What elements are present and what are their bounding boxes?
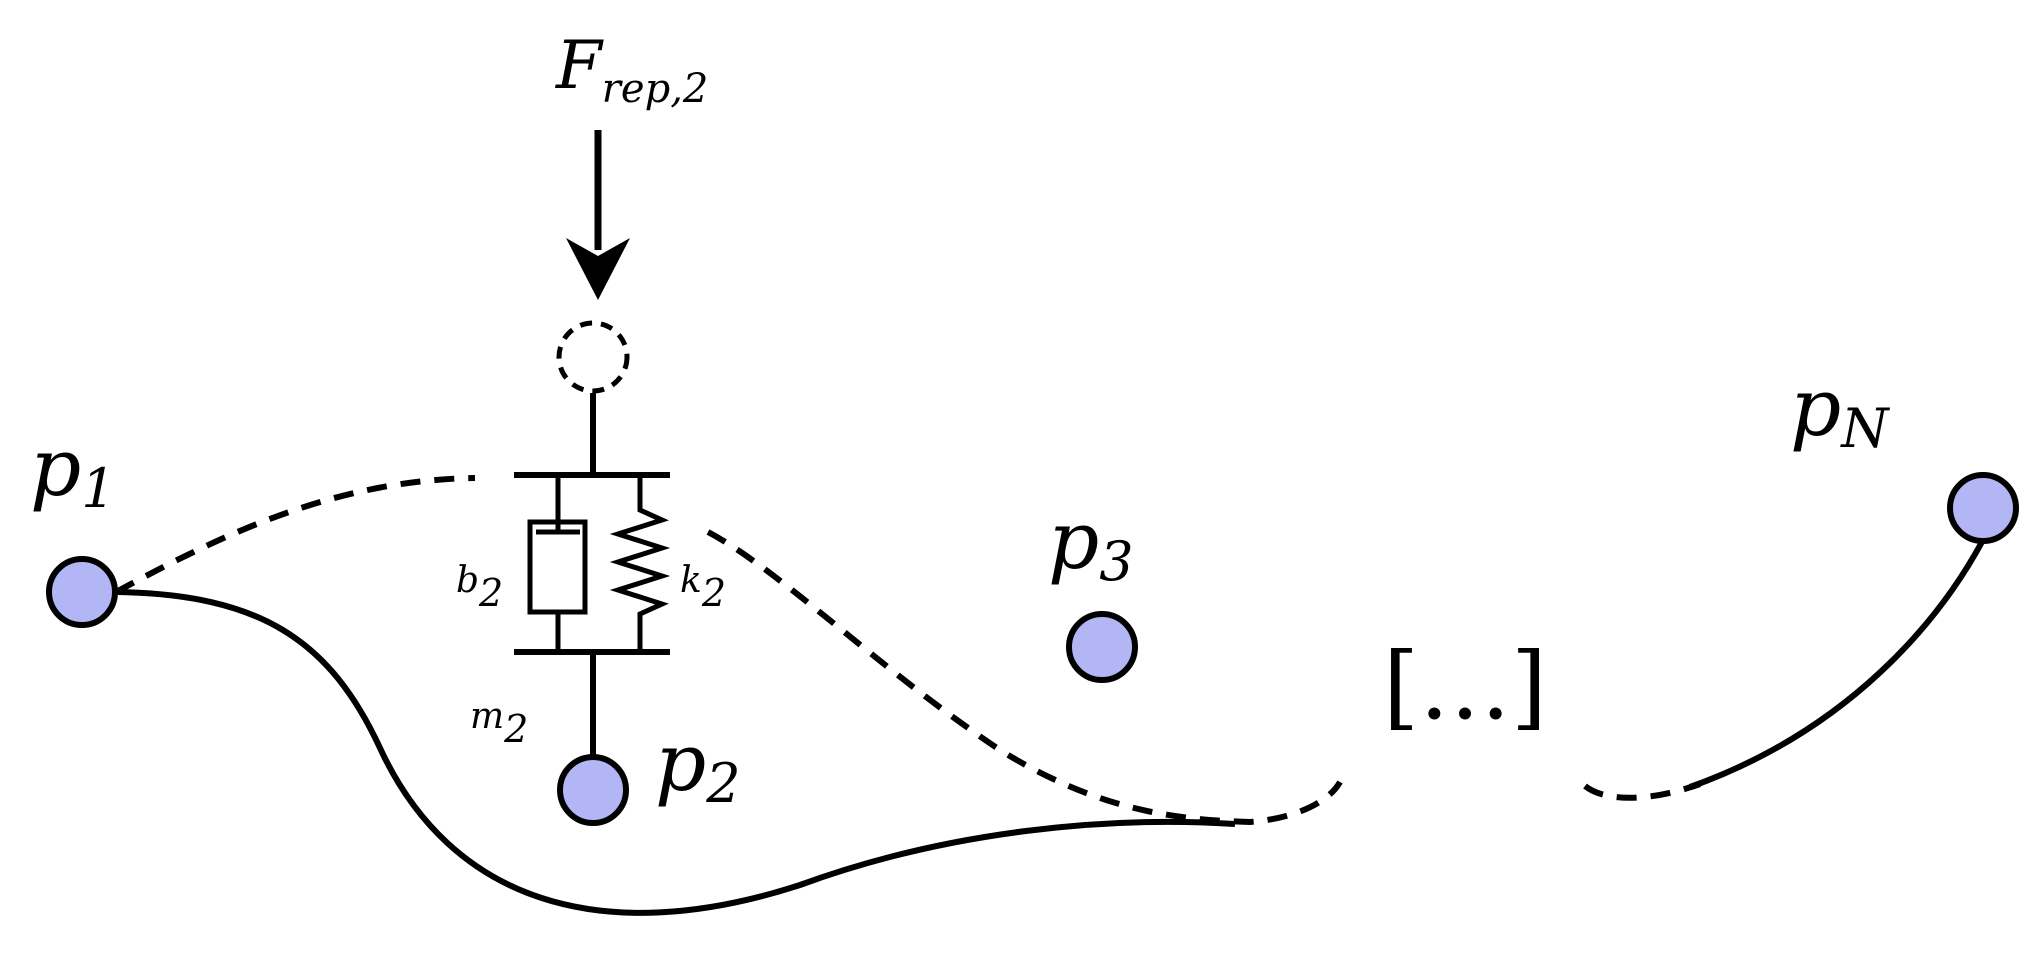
- spring-label-main: k: [680, 560, 702, 601]
- node-p1-label-main: p: [30, 421, 81, 514]
- mass-label-main: m: [470, 696, 504, 737]
- node-pN-label-main: p: [1790, 361, 1841, 454]
- dashed-curve-middle: [706, 529, 1343, 826]
- spring: [609, 475, 671, 652]
- node-pN-label: pN: [1790, 361, 1890, 460]
- solid-curve-to-pN: [1688, 538, 1986, 790]
- node-p2-label-main: p: [655, 716, 706, 809]
- force-label: Frep,2: [555, 27, 708, 112]
- node-p1-label-subscript: 1: [81, 457, 115, 520]
- force-label-subscript: rep,2: [602, 66, 709, 112]
- damper-label-main: b: [456, 560, 479, 601]
- node-p3-label-subscript: 3: [1099, 530, 1133, 593]
- node-p2: [557, 754, 629, 826]
- damper-label-subscript: 2: [478, 571, 503, 615]
- spring-label-subscript: 2: [701, 571, 726, 615]
- dashed-curve-right: [1583, 781, 1702, 801]
- solid-trajectory-curve: [115, 589, 1236, 916]
- damper: [527, 475, 588, 652]
- node-p3: [1066, 611, 1138, 683]
- virtual-attachment-point: [556, 320, 630, 394]
- spring-label: k2: [680, 560, 726, 615]
- node-pN-label-subscript: N: [1839, 397, 1890, 460]
- damper-label: b2: [456, 560, 503, 615]
- mass-label: m2: [470, 696, 528, 751]
- force-label-main: F: [555, 27, 604, 104]
- force-arrow: [566, 130, 630, 300]
- spring-damper-assembly: [514, 393, 671, 758]
- node-p2-label: p2: [655, 716, 741, 815]
- node-p3-label: p3: [1048, 494, 1134, 593]
- mass-label-subscript: 2: [503, 707, 528, 751]
- node-p1-label: p1: [30, 421, 116, 520]
- node-p2-label-subscript: 2: [705, 752, 740, 815]
- dashed-curve-left: [114, 475, 476, 595]
- node-p1: [46, 556, 118, 628]
- node-p3-label-main: p: [1048, 494, 1099, 587]
- node-pN: [1947, 472, 2019, 544]
- ellipsis-label: […]: [1383, 633, 1547, 740]
